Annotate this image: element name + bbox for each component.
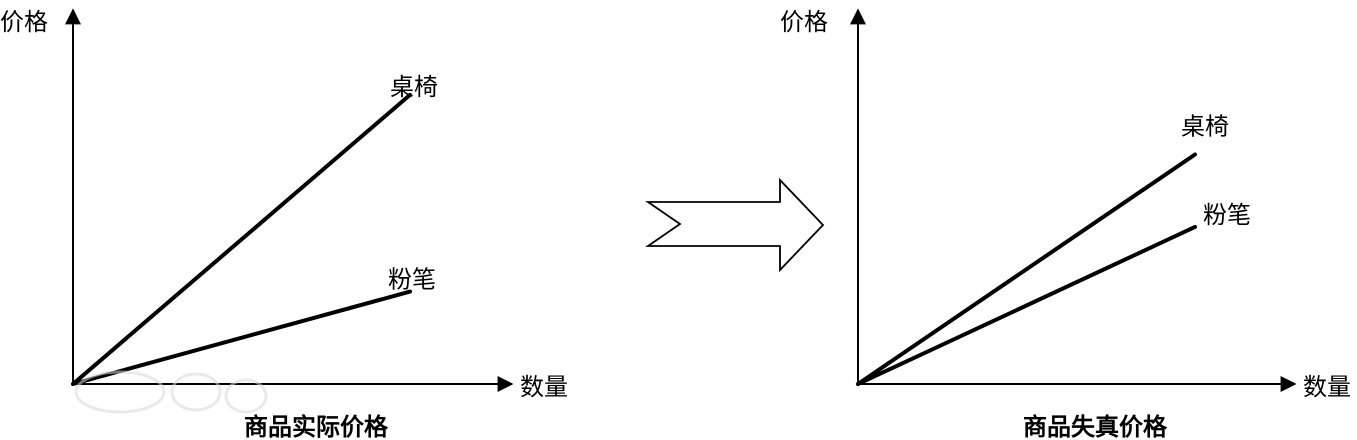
series-line-desk-chair	[71, 92, 412, 386]
series-line-chalk	[71, 289, 412, 386]
series-label-desk-chair: 桌椅	[390, 73, 438, 101]
series-line-chalk	[856, 224, 1197, 386]
x-axis-label-right: 数量	[1303, 373, 1351, 401]
series-line-desk-chair	[856, 152, 1197, 386]
chart-caption-right: 商品失真价格	[1023, 413, 1168, 440]
x-axis-label-left: 数量	[520, 373, 568, 401]
y-axis-label-right: 价格	[780, 8, 828, 36]
chart-caption-left: 商品实际价格	[244, 413, 389, 440]
series-label-chalk: 粉笔	[388, 266, 436, 294]
y-axis-label-left: 价格	[0, 8, 48, 36]
baidu-watermark-icon	[74, 370, 268, 414]
series-label-chalk: 粉笔	[1203, 201, 1251, 229]
series-label-desk-chair: 桌椅	[1181, 112, 1229, 140]
right-arrow-outline-icon	[645, 177, 825, 273]
